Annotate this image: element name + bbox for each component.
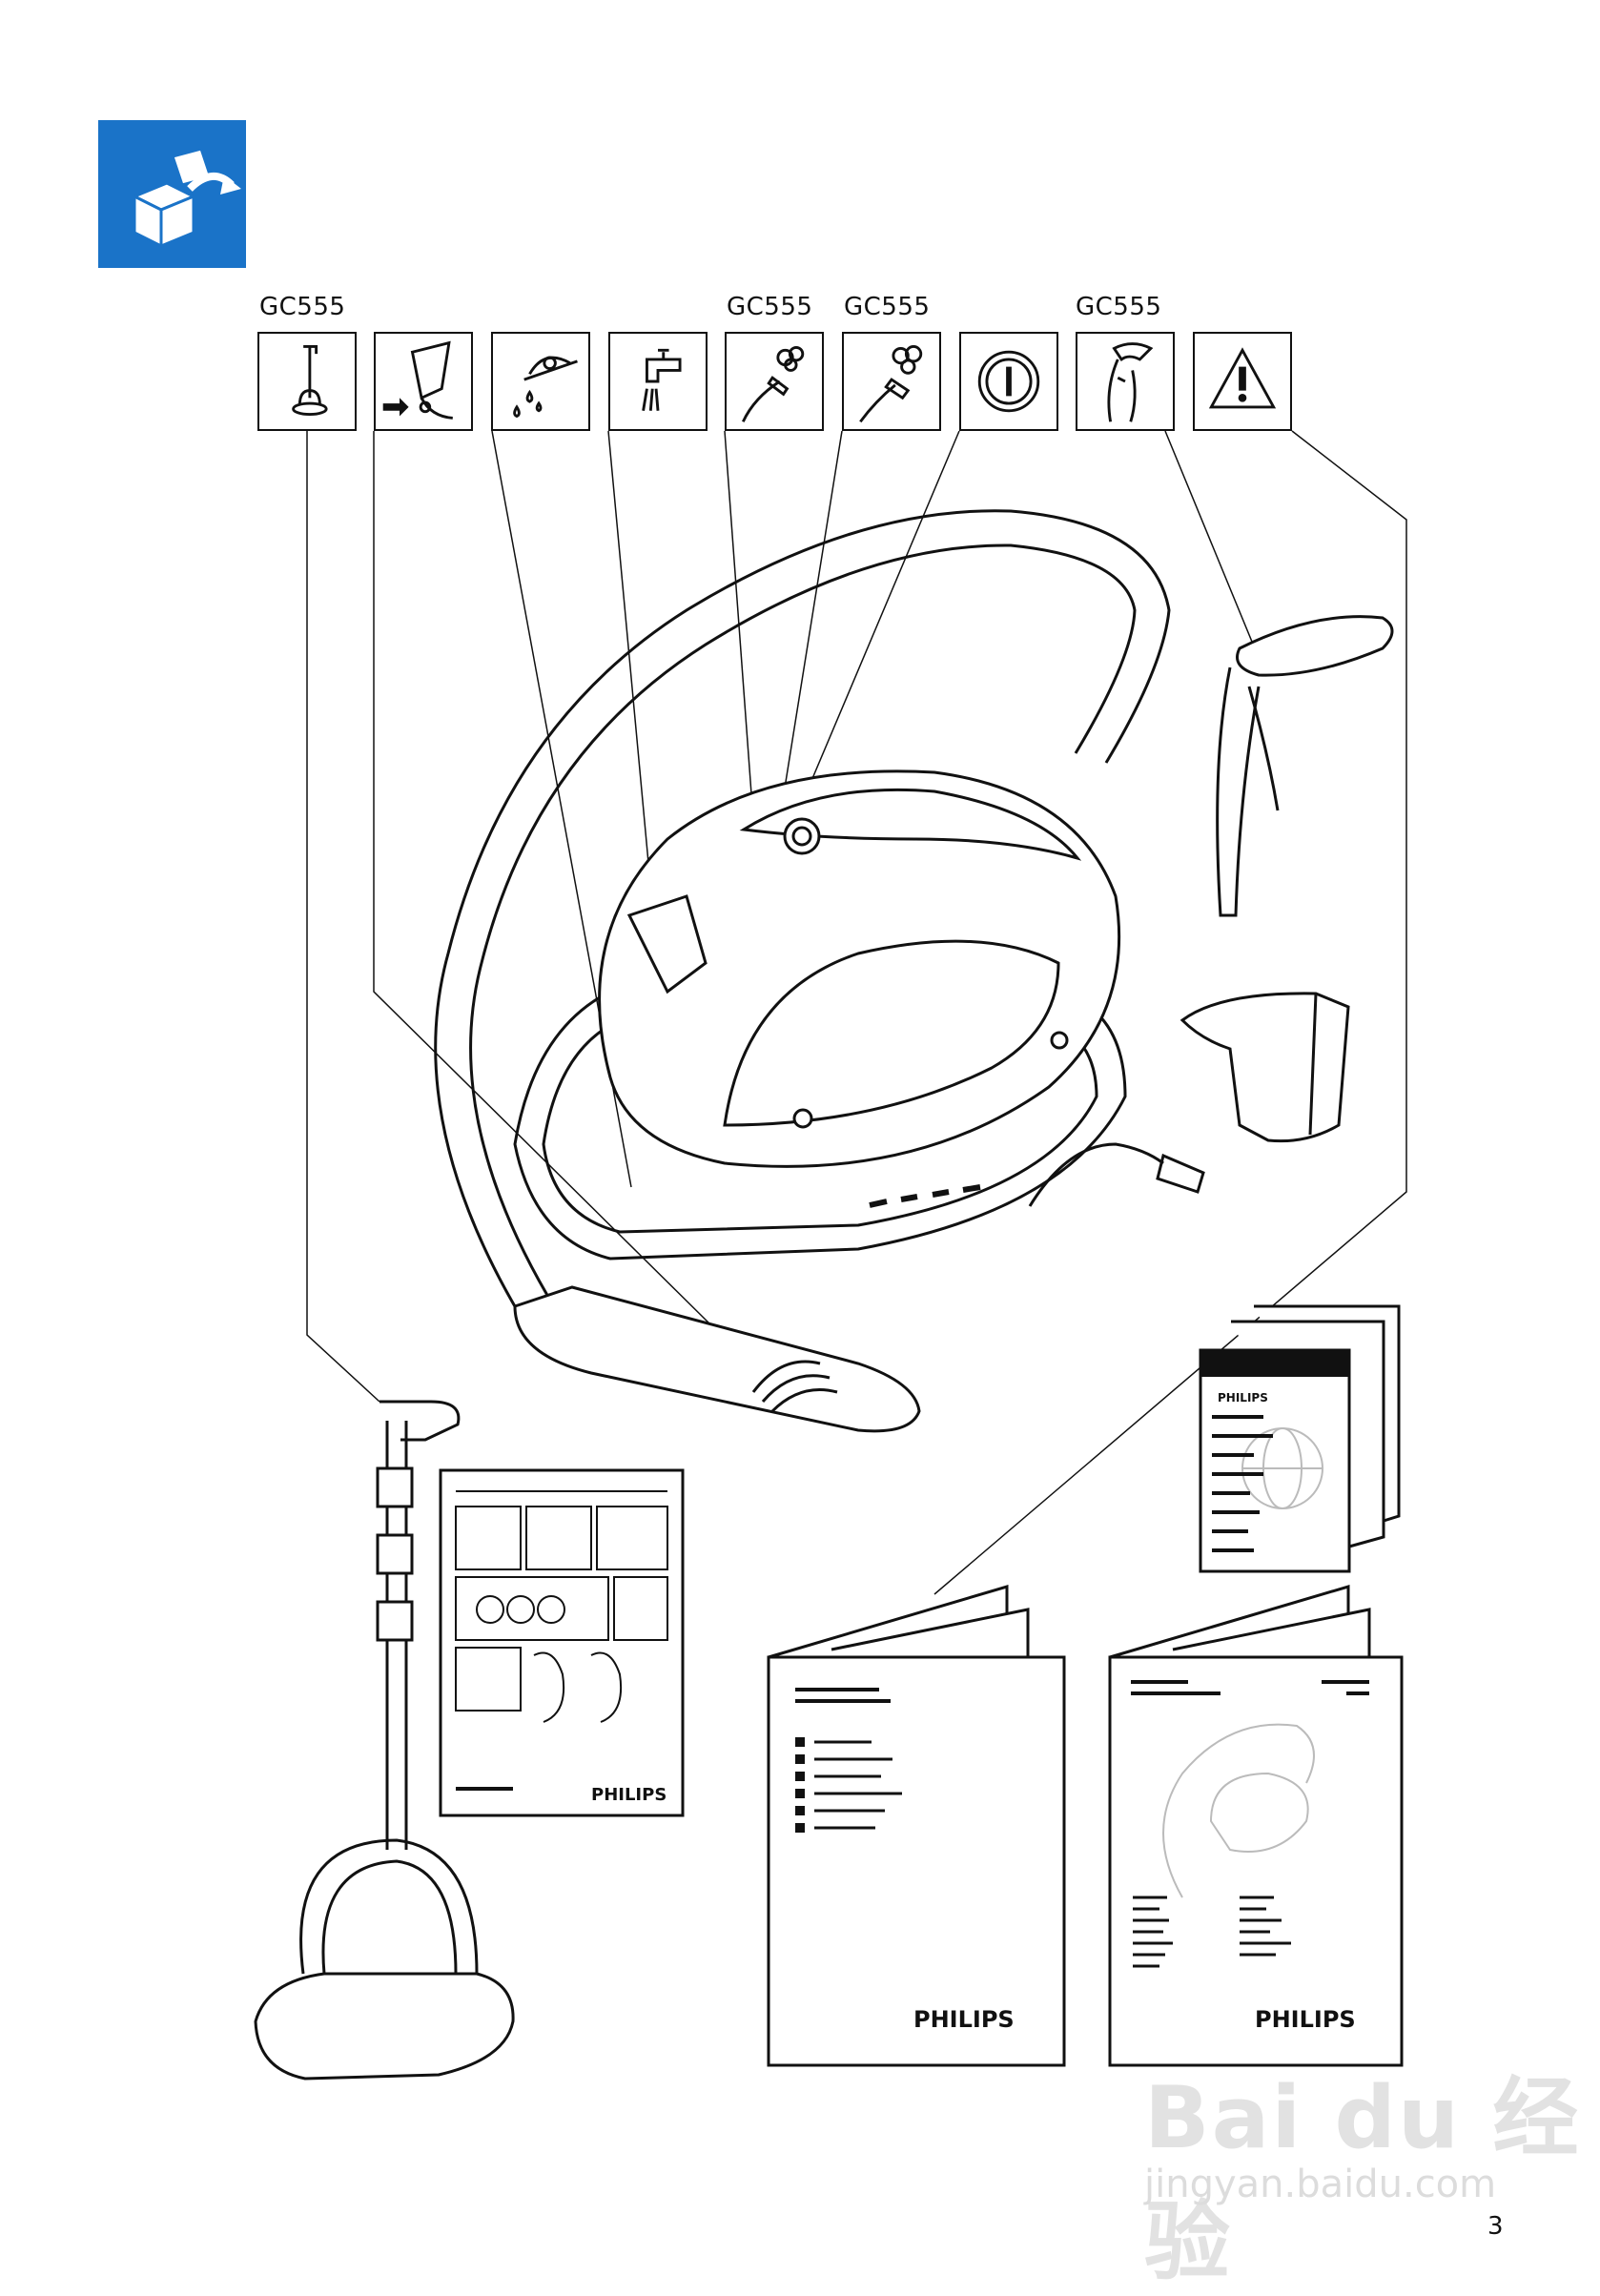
power-button-icon (959, 332, 1058, 431)
water-drip-tank-icon (491, 332, 590, 431)
warning-triangle-icon (1193, 332, 1292, 431)
steam-nozzle-icon (842, 332, 941, 431)
hanger-clip-icon (1076, 332, 1175, 431)
unpack-box-icon (98, 120, 246, 268)
quick-guide-brand: PHILIPS (591, 1785, 667, 1805)
user-manual-booklet-1: PHILIPS (767, 1584, 1066, 2067)
steam-hose-brush-icon (725, 332, 824, 431)
small-brochure-brand: PHILIPS (1218, 1391, 1268, 1404)
manual-1-brand: PHILIPS (913, 2006, 1015, 2033)
watermark-url: jingyan.baidu.com (1144, 2163, 1497, 2206)
insert-hanger-icon (374, 332, 473, 431)
model-label: GC555 (259, 293, 346, 321)
user-manual-booklet-2: PHILIPS (1108, 1584, 1404, 2067)
manual-2-brand: PHILIPS (1255, 2006, 1356, 2033)
small-brochure: PHILIPS (1199, 1304, 1401, 1573)
model-label: GC555 (1076, 293, 1162, 321)
water-tap-icon (608, 332, 708, 431)
model-label: GC555 (727, 293, 813, 321)
page-number: 3 (1487, 2212, 1504, 2241)
model-label: GC555 (844, 293, 931, 321)
garment-hanger-pole-icon (257, 332, 357, 431)
quick-guide-leaflet: PHILIPS (439, 1468, 685, 1817)
